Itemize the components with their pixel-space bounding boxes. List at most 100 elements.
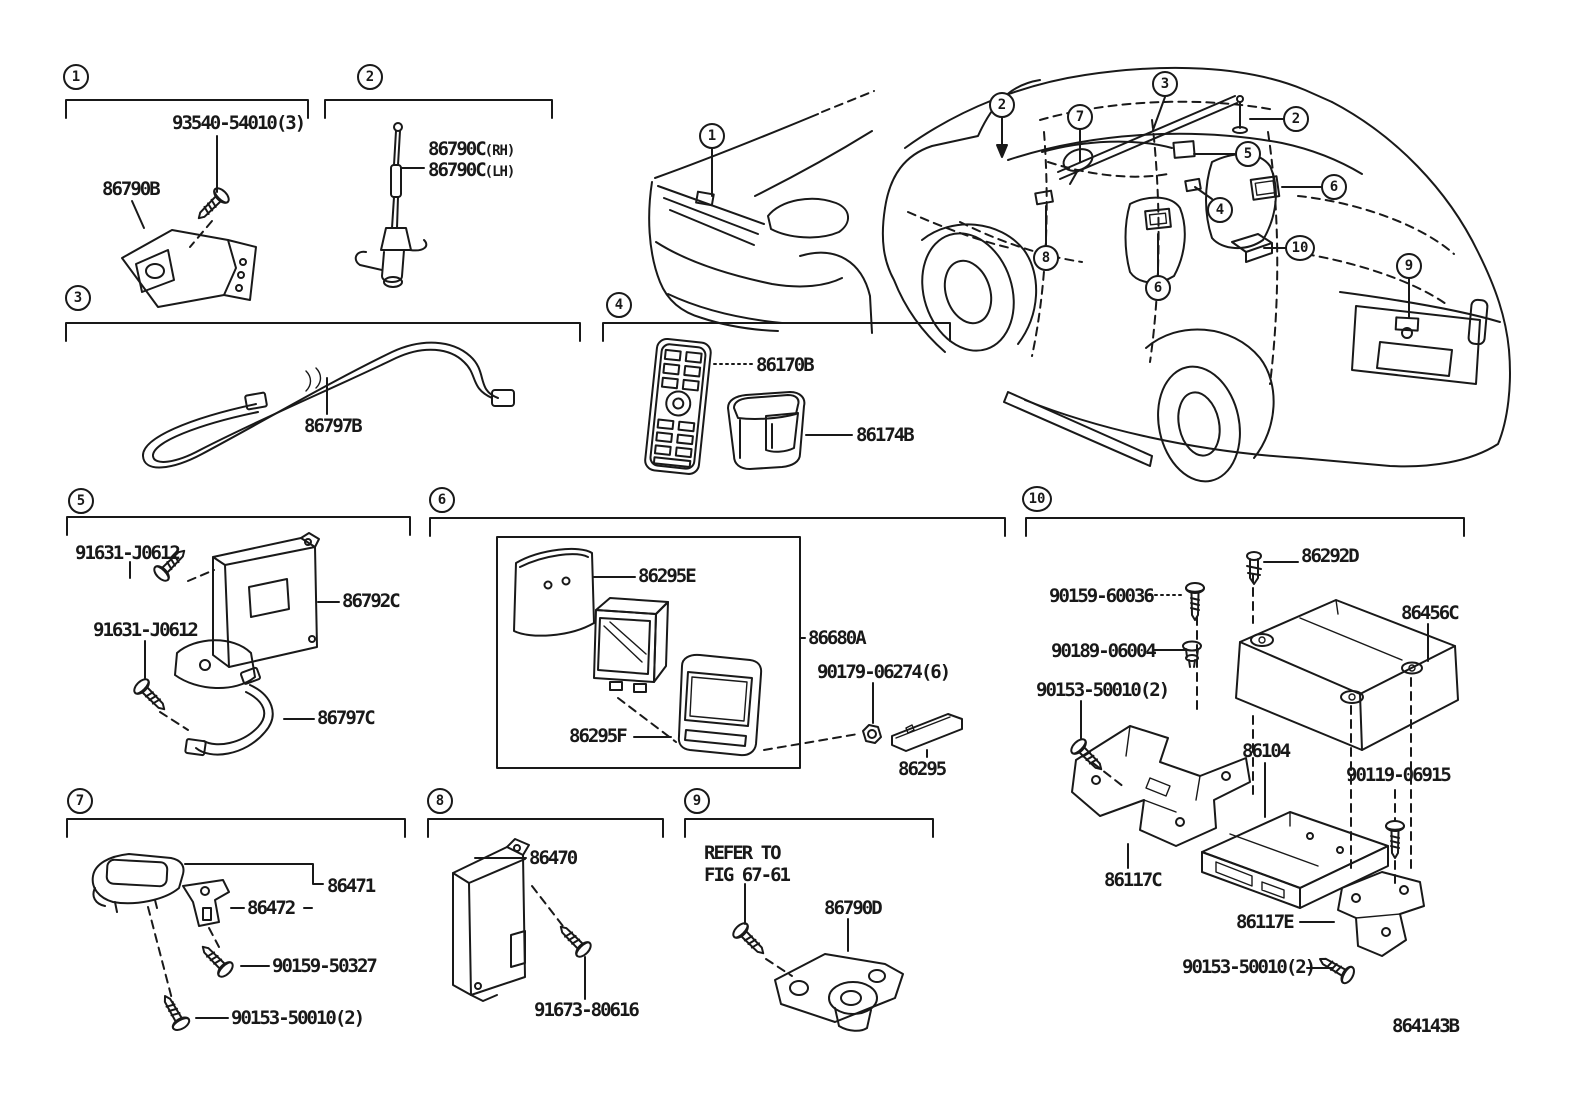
vehicle-callout-9: 9 (1396, 253, 1422, 279)
clip-icon-86292d (1246, 551, 1262, 585)
screw-icon-s8 (553, 919, 595, 961)
leader-s10 (1080, 561, 1429, 969)
part-drawing-86790d-camera (774, 953, 904, 1032)
part-label-91631-upper: 91631-J0612 (75, 542, 181, 564)
part-label-86792c: 86792C (342, 590, 401, 612)
part-label-86790c-rh: 86790C(RH) (428, 138, 516, 160)
section-9-number: 9 (684, 788, 710, 814)
part-number: 86790C (428, 138, 487, 160)
leader-s9 (744, 883, 849, 952)
leader-s8 (474, 857, 586, 1000)
refer-note-line1: REFER TO (704, 842, 782, 864)
screw-icon-s5-lower (130, 675, 172, 717)
part-label-86104: 86104 (1242, 740, 1291, 762)
part-label-90153-s7: 90153-50010(2) (231, 1007, 365, 1029)
part-number: 86790C (428, 159, 487, 181)
section-6-number: 6 (429, 487, 455, 513)
part-drawing-86470-ecu (452, 838, 530, 1002)
section-2-number: 2 (357, 64, 383, 90)
vehicle-front-art (648, 90, 875, 334)
screw-icon-s10-a (1185, 582, 1205, 621)
vehicle-callout-2-right: 2 (1283, 106, 1309, 132)
leader-s1 (131, 135, 218, 229)
part-drawing-86295-plate (891, 713, 963, 752)
vehicle-callout-6-right: 6 (1321, 174, 1347, 200)
leader-s8-dashed (531, 885, 567, 931)
leader-s6 (593, 576, 928, 758)
nut-icon-90179 (862, 724, 882, 744)
part-label-86790d: 86790D (824, 897, 883, 919)
part-drawing-86797c-cord (184, 666, 274, 757)
part-label-90119: 90119-06915 (1346, 764, 1452, 786)
part-label-86170b: 86170B (756, 354, 815, 376)
part-drawing-86295e-cover (513, 547, 595, 637)
part-drawing-86472-bracket (182, 879, 230, 927)
vehicle-callout-8: 8 (1033, 245, 1059, 271)
section-8-number: 8 (427, 788, 453, 814)
part-drawing-86790b-camera (121, 220, 257, 308)
part-drawing-86456c-cover (1235, 599, 1459, 751)
part-drawing-86174b-holder (727, 391, 806, 470)
leader-s6-dashed (763, 733, 859, 751)
part-label-86117e: 86117E (1236, 911, 1295, 933)
part-label-86680a: 86680A (808, 627, 867, 649)
part-label-86174b: 86174B (856, 424, 915, 446)
part-drawing-86792c-module (174, 532, 320, 689)
assembly-dashed-s6 (617, 697, 677, 743)
assembly-box-86680a (496, 536, 801, 769)
vehicle-callout-6-left: 6 (1145, 275, 1171, 301)
part-label-90153-s10-upper: 90153-50010(2) (1036, 679, 1170, 701)
part-drawing-86117e-bracket (1337, 871, 1425, 957)
side-suffix: (RH) (484, 143, 516, 159)
part-label-86295f: 86295F (569, 725, 628, 747)
section-10-number: 10 (1022, 486, 1052, 512)
screw-icon-s9 (729, 919, 771, 961)
leader-s5-dashed (159, 569, 215, 731)
grommet-icon-90189 (1182, 640, 1202, 668)
leader-s7-dashed (147, 906, 220, 1004)
part-drawing-86295f-panel (677, 653, 763, 757)
part-label-86295: 86295 (898, 758, 947, 780)
section-3-number: 3 (65, 285, 91, 311)
part-label-86470: 86470 (529, 847, 578, 869)
section-brackets (65, 99, 1465, 838)
part-label-86790b: 86790B (102, 178, 161, 200)
vehicle-rear-art (881, 66, 1511, 483)
diagram-code: 864143B (1392, 1015, 1460, 1037)
part-label-90189: 90189-06004 (1051, 640, 1157, 662)
part-label-86117c: 86117C (1104, 869, 1163, 891)
part-label-93540-54010: 93540-54010(3) (172, 112, 306, 134)
part-label-86471: 86471 (327, 875, 376, 897)
section-5-number: 5 (68, 488, 94, 514)
refer-note-line2: FIG 67-61 (704, 864, 791, 886)
part-label-86295e: 86295E (638, 565, 697, 587)
leader-s10-dashed (1092, 573, 1412, 885)
screw-icon-s7-a (195, 939, 237, 981)
vehicle-callout-leaders (711, 96, 1410, 318)
part-drawing-86117c-bracket (1071, 725, 1251, 847)
section-7-number: 7 (67, 788, 93, 814)
part-label-90179: 90179-06274(6) (817, 661, 951, 683)
leader-s7 (184, 863, 324, 1019)
part-label-86797b: 86797B (304, 415, 363, 437)
part-drawing-86797b-harness (141, 341, 515, 469)
vehicle-callout-7: 7 (1067, 104, 1093, 130)
vehicle-callout-10: 10 (1285, 235, 1315, 261)
part-label-91673: 91673-80616 (534, 999, 640, 1021)
section-4-number: 4 (606, 292, 632, 318)
part-label-90159-50327: 90159-50327 (272, 955, 378, 977)
vehicle-callout-4: 4 (1207, 197, 1233, 223)
part-drawing-86170b-remote (644, 337, 712, 475)
part-label-86456c: 86456C (1401, 602, 1460, 624)
leader-s5 (129, 561, 340, 720)
part-label-90153-s10-lower: 90153-50010(2) (1182, 956, 1316, 978)
screw-icon-s1 (191, 184, 233, 226)
part-drawing-86471-display (91, 853, 185, 913)
part-label-86790c-lh: 86790C(LH) (428, 159, 515, 181)
part-drawing-display-unit (593, 597, 669, 693)
leader-s9-dashed (765, 958, 793, 977)
part-label-86292d: 86292D (1301, 545, 1360, 567)
part-label-90159-60036: 90159-60036 (1049, 585, 1155, 607)
vehicle-callout-2-left: 2 (989, 92, 1015, 118)
